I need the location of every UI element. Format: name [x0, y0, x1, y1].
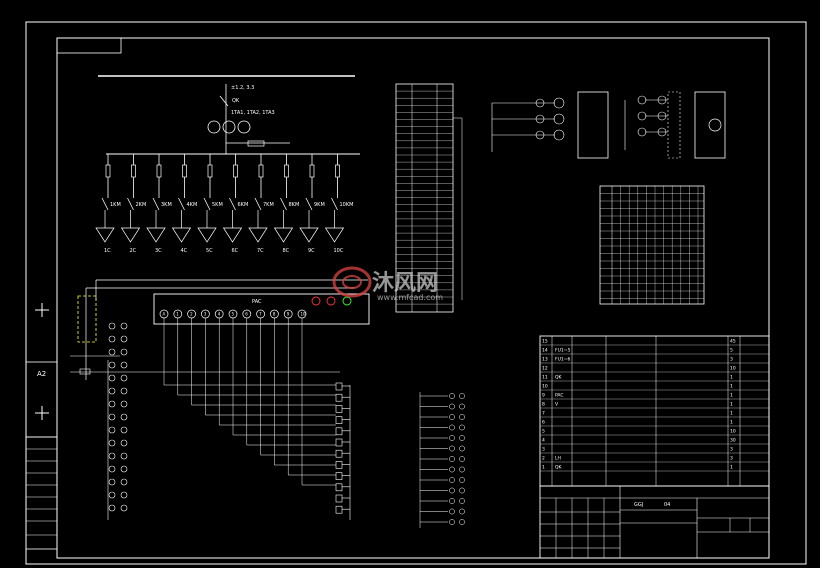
title-sheet-no: 04	[664, 502, 670, 508]
capacitor-branch: 7KM 7C	[248, 154, 274, 254]
capacitor-label: 1C	[104, 248, 111, 254]
inner-border	[56, 37, 770, 559]
parts-row-no: 8	[542, 402, 545, 408]
controller-terminal-label: A	[163, 312, 166, 317]
controller-terminal-label: 1	[176, 312, 179, 317]
parts-row-no: 4	[542, 438, 545, 444]
parts-row-no: 1	[542, 465, 545, 471]
parts-row-code: QK	[555, 465, 563, 471]
parts-row-qty: 30	[730, 438, 736, 444]
controller-terminal-label: 2	[190, 312, 193, 317]
parts-row-qty: 1	[730, 393, 733, 399]
controller-terminal-label: 5	[232, 312, 235, 317]
capacitor-branch: 10KM 10C	[324, 154, 354, 254]
contactor-label: 10KM	[340, 202, 354, 208]
parts-row-qty: 45	[730, 339, 736, 345]
parts-row-code: FU1~5	[555, 348, 571, 354]
capacitor-label: 6C	[232, 248, 239, 254]
svg-text:沐风网: 沐风网	[372, 271, 438, 296]
parts-row-no: 7	[542, 411, 545, 417]
contactor-label: 2KM	[136, 202, 147, 208]
controller-terminal-label: 7	[259, 312, 262, 317]
controller-label: PAC	[252, 299, 262, 305]
parts-row-qty: 3	[730, 357, 733, 363]
parts-row-qty: 1	[730, 402, 733, 408]
parts-row-no: 14	[542, 348, 548, 354]
capacitor-label: 4C	[181, 248, 188, 254]
parts-row-no: 3	[542, 447, 545, 453]
parts-row-no: 12	[542, 366, 548, 372]
bus-label: ±1.2, 3.3	[231, 85, 254, 91]
parts-row-code: QK	[555, 375, 563, 381]
parts-row-code: FU1~6	[555, 357, 571, 363]
controller-terminal-label: 8	[273, 312, 276, 317]
parts-row-no: 5	[542, 429, 545, 435]
sheet-size-label: A2	[37, 370, 46, 378]
contactor-label: 5KM	[212, 202, 223, 208]
capacitor-branch: 9KM 9C	[299, 154, 325, 254]
watermark: 沐风网 www.mfcad.com	[332, 266, 443, 302]
capacitor-branch: 3KM 3C	[146, 154, 172, 254]
controller-terminal-label: 4	[218, 312, 221, 317]
controller-terminal-label: 9	[287, 312, 290, 317]
contactor-label: 8KM	[289, 202, 300, 208]
controller-box	[153, 293, 370, 325]
capacitor-label: 10C	[334, 248, 344, 254]
svg-text:QK: QK	[232, 98, 240, 104]
svg-text:1TA1, 1TA2, 1TA3: 1TA1, 1TA2, 1TA3	[231, 110, 275, 116]
parts-row-no: 11	[542, 375, 548, 381]
parts-row-qty: 10	[730, 366, 736, 372]
parts-row-qty: 1	[730, 384, 733, 390]
capacitor-branch: 8KM 8C	[273, 154, 300, 254]
capacitor-branch: 6KM 6C	[222, 154, 249, 254]
contactor-label: 3KM	[161, 202, 172, 208]
parts-row-qty: 10	[730, 429, 736, 435]
title-block: GGJ 04	[539, 485, 770, 559]
parts-row-qty: 3	[730, 447, 733, 453]
contactor-label: 9KM	[314, 202, 325, 208]
controller-terminal-label: 10	[301, 312, 307, 317]
capacitor-label: 2C	[130, 248, 137, 254]
parts-row-qty: 1	[730, 420, 733, 426]
controller-terminal-label: 3	[204, 312, 207, 317]
parts-row-qty: 1	[730, 411, 733, 417]
outer-border	[25, 21, 807, 565]
capacitor-label: 8C	[283, 248, 290, 254]
contactor-label: 6KM	[238, 202, 249, 208]
svg-text:www.mfcad.com: www.mfcad.com	[377, 293, 443, 302]
capacitor-branch: 1KM 1C	[95, 154, 121, 254]
parts-row-no: 15	[542, 339, 548, 345]
parts-row-qty: 1	[730, 375, 733, 381]
title-model: GGJ	[634, 502, 643, 508]
capacitor-label: 5C	[206, 248, 213, 254]
capacitor-label: 9C	[308, 248, 315, 254]
parts-row-qty: 3	[730, 456, 733, 462]
capacitor-branch: 4KM 4C	[171, 154, 198, 254]
parts-row-no: 9	[542, 393, 545, 399]
capacitor-label: 7C	[257, 248, 264, 254]
parts-row-code: V	[555, 402, 559, 408]
parts-row-no: 6	[542, 420, 545, 426]
capacitor-branch: 2KM 2C	[120, 154, 147, 254]
parts-row-no: 10	[542, 384, 548, 390]
parts-row-no: 2	[542, 456, 545, 462]
contactor-label: 1KM	[110, 202, 121, 208]
parts-row-qty: 5	[730, 348, 733, 354]
capacitor-branches: 1KM 1C 2KM 2C 3KM 3C 4KM 4C 5KM 5C 6KM 6C 7KM 7C 8KM 8C…	[95, 154, 354, 254]
parts-row-code: LH	[555, 456, 561, 462]
controller-terminal-label: 6	[245, 312, 248, 317]
parts-row-code: PAC	[555, 393, 564, 399]
contactor-label: 7KM	[263, 202, 274, 208]
corner-tab	[56, 37, 122, 54]
contactor-label: 4KM	[187, 202, 198, 208]
capacitor-branch: 5KM 5C	[197, 154, 223, 254]
capacitor-label: 3C	[155, 248, 162, 254]
parts-row-qty: 1	[730, 465, 733, 471]
parts-row-no: 13	[542, 357, 548, 363]
